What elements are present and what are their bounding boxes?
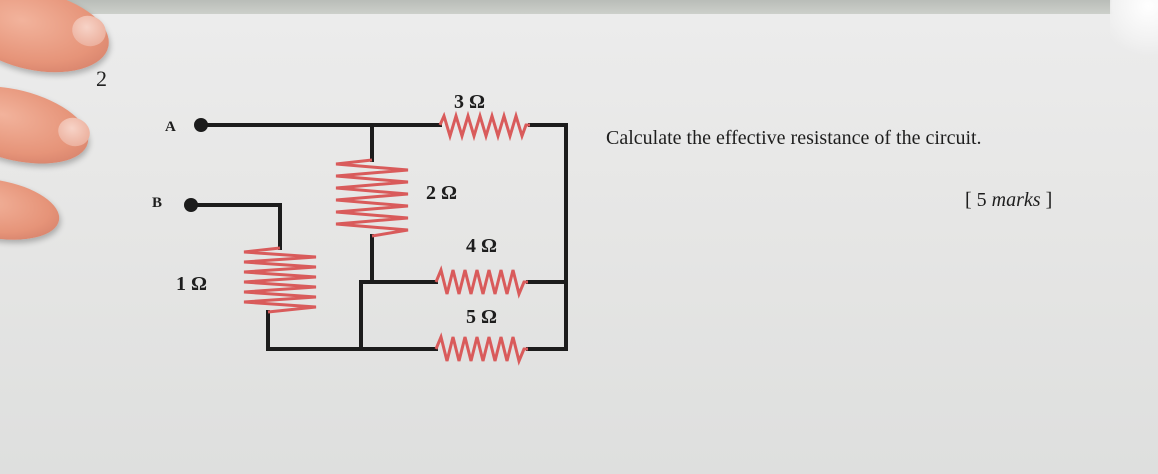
marks-open: [ 5 [965, 189, 992, 211]
marks-word: marks [991, 189, 1041, 211]
resistor-4-ohm [434, 265, 528, 299]
label-resistor-2: 2 Ω [426, 182, 457, 204]
circuit-wires [188, 123, 568, 351]
marks-close: ] [1040, 189, 1053, 211]
question-number: 2 [96, 66, 107, 91]
label-resistor-4: 4 Ω [466, 235, 497, 257]
resistor-2-ohm [335, 158, 409, 238]
label-node-a: A [165, 119, 176, 135]
terminal-b [184, 198, 198, 212]
marks-allocation: [ 5 marks ] [965, 189, 1052, 212]
label-resistor-3: 3 Ω [454, 91, 485, 113]
resistor-1-ohm [243, 246, 317, 314]
terminal-a [194, 118, 208, 132]
paper-corner-highlight [1110, 0, 1158, 60]
background-strip [0, 0, 1158, 16]
paper-sheet [0, 14, 1158, 474]
label-resistor-5: 5 Ω [466, 306, 497, 328]
label-resistor-1: 1 Ω [176, 273, 207, 295]
resistor-3-ohm [438, 110, 530, 142]
label-node-b: B [152, 195, 162, 211]
resistor-5-ohm [434, 332, 528, 366]
question-text: Calculate the effective resistance of th… [606, 127, 982, 149]
